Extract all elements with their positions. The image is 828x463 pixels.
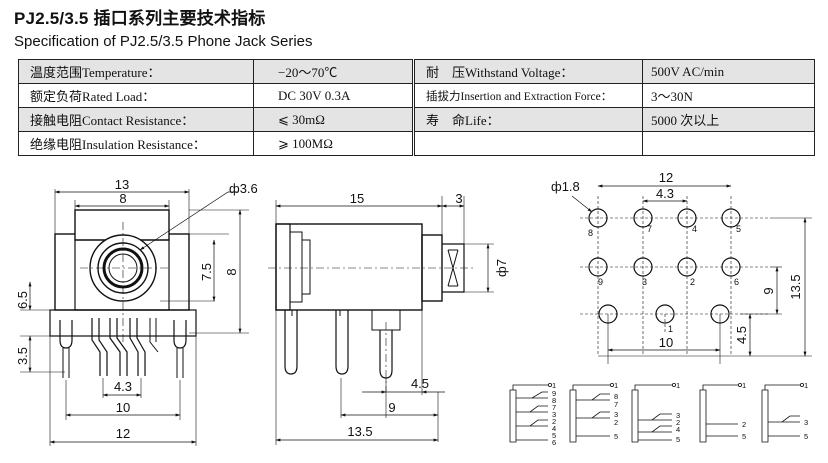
page-title-cn: PJ2.5/3.5 插口系列主要技术指标 [14, 9, 266, 28]
spec-label: 温度范围Temperature： [18, 59, 254, 84]
pin-label: 4 [552, 424, 556, 433]
pin-label: 5 [742, 432, 746, 441]
pin-label: 1 [804, 381, 808, 390]
front-dim-12: 12 [116, 426, 130, 441]
spec-value: 500V AC/min [642, 59, 815, 84]
pin-label: 8 [588, 228, 593, 238]
pin-label: 9 [552, 389, 556, 398]
schematic-3-labels: 1 3 2 4 5 [676, 381, 680, 444]
fp-dim-10: 10 [659, 335, 673, 350]
pin-label: 5 [736, 224, 741, 234]
side-dim-phi7: ф7 [494, 259, 509, 277]
spec-label: 接触电阻Contact Resistance： [18, 107, 254, 132]
page-title-en: Specification of PJ2.5/3.5 Phone Jack Se… [14, 33, 313, 50]
spec-value: DC 30V 0.3A [253, 83, 414, 108]
schematic-5-labels: 1 3 5 [804, 381, 808, 441]
footprint-pin-labels: 8 7 4 5 9 3 2 6 1 [588, 224, 741, 334]
pin-label: 5 [552, 431, 556, 440]
pin-label: 3 [614, 410, 618, 419]
schematic-4-labels: 1 2 5 [742, 381, 746, 441]
pin-label: 2 [552, 417, 556, 426]
front-dim-8: 8 [119, 191, 126, 206]
front-dim-35: 3.5 [15, 347, 30, 365]
spec-label [412, 131, 643, 156]
pin-label: 2 [690, 277, 695, 287]
pin-label: 6 [734, 277, 739, 287]
pin-label: 1 [552, 381, 556, 390]
pin-label: 7 [647, 224, 652, 234]
front-dim-43: 4.3 [114, 379, 132, 394]
pin-label: 1 [668, 324, 673, 334]
front-dim-phi36: ф3.6 [229, 181, 258, 196]
pin-label: 1 [742, 381, 746, 390]
schematic-2-labels: 1 8 7 3 2 5 [614, 381, 618, 441]
spec-row: 绝缘电阻Insulation Resistance： ⩾ 100MΩ [18, 131, 815, 156]
spec-value: ⩾ 100MΩ [253, 131, 414, 156]
front-dim-65: 6.5 [15, 291, 30, 309]
footprint-view [571, 184, 812, 364]
fp-dim-135: 13.5 [788, 274, 803, 299]
pin-label: 4 [692, 224, 697, 234]
pin-label: 9 [598, 277, 603, 287]
pin-label: 3 [804, 418, 808, 427]
spec-value: ⩽ 30mΩ [253, 107, 414, 132]
front-dim-8v: 8 [224, 268, 239, 275]
side-dim-45: 4.5 [411, 376, 429, 391]
pin-label: 4 [676, 425, 680, 434]
spec-table: 温度范围Temperature： −20～70℃ 耐 压Withstand Vo… [18, 59, 815, 156]
fp-dim-43: 4.3 [656, 186, 674, 201]
pin-label: 5 [804, 432, 808, 441]
pin-label: 5 [676, 435, 680, 444]
side-dim-3: 3 [455, 191, 462, 206]
spec-row: 温度范围Temperature： −20～70℃ 耐 压Withstand Vo… [18, 59, 815, 84]
spec-value: −20～70℃ [253, 59, 414, 84]
pin-label: 5 [614, 432, 618, 441]
fp-dim-45: 4.5 [734, 326, 749, 344]
fp-dim-phi18: ф1.8 [551, 179, 580, 194]
side-dim-135: 13.5 [347, 424, 372, 439]
schematic-1-labels: 1 9 8 7 3 2 4 5 6 [552, 381, 556, 447]
pin-label: 3 [552, 410, 556, 419]
pin-label: 1 [676, 381, 680, 390]
pin-label: 7 [614, 400, 618, 409]
spec-row: 额定负荷Rated Load： DC 30V 0.3A 插拔力Insertion… [18, 83, 815, 108]
pin-label: 2 [614, 418, 618, 427]
pin-label: 3 [642, 277, 647, 287]
spec-label: 绝缘电阻Insulation Resistance： [18, 131, 254, 156]
pin-label: 8 [552, 396, 556, 405]
side-view [268, 196, 494, 445]
fp-dim-9: 9 [761, 287, 776, 294]
pin-label: 7 [552, 403, 556, 412]
spec-value [642, 131, 815, 156]
side-dim-15: 15 [350, 191, 364, 206]
front-view [20, 189, 249, 446]
spec-label: 额定负荷Rated Load： [18, 83, 254, 108]
pin-label: 3 [676, 411, 680, 420]
spec-label: 耐 压Withstand Voltage： [412, 59, 643, 84]
pin-label: 2 [676, 418, 680, 427]
pin-label: 8 [614, 392, 618, 401]
pin-label: 2 [742, 420, 746, 429]
pin-label: 6 [552, 438, 556, 447]
spec-label: 寿 命Life： [412, 107, 643, 132]
pin-label: 1 [614, 381, 618, 390]
front-dim-10: 10 [116, 400, 130, 415]
spec-row: 接触电阻Contact Resistance： ⩽ 30mΩ 寿 命Life： … [18, 107, 815, 132]
spec-value: 5000 次以上 [642, 107, 815, 132]
schematic-diagrams [509, 382, 805, 443]
side-dim-9: 9 [388, 400, 395, 415]
front-dim-13: 13 [115, 177, 129, 192]
front-dim-75: 7.5 [199, 263, 214, 281]
fp-dim-12: 12 [659, 170, 673, 185]
